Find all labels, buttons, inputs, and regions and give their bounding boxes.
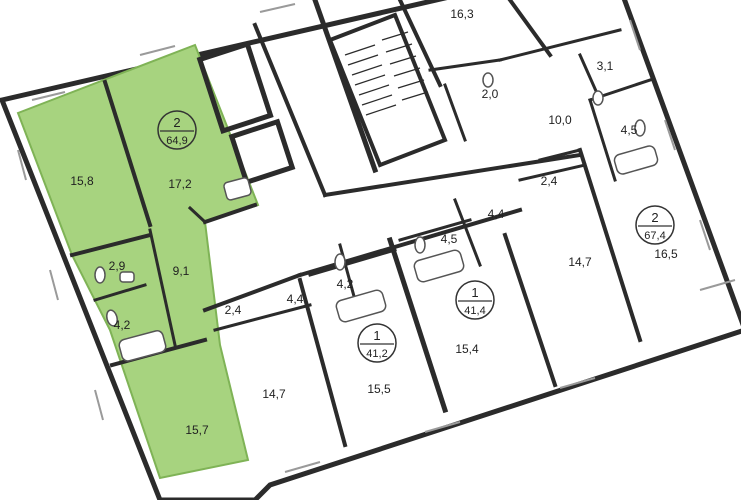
room-area-label: 2,9 <box>109 259 126 273</box>
windows <box>17 3 736 473</box>
apartment-badge[interactable]: 264,9 <box>157 110 197 150</box>
room-area-label: 15,5 <box>367 382 391 396</box>
apartment-badge-circle <box>455 280 495 320</box>
room-area-label: 4,5 <box>621 123 638 137</box>
room-area-label: 4,2 <box>337 277 354 291</box>
room-area-label: 15,4 <box>455 342 479 356</box>
room-area-label: 4,4 <box>287 292 304 306</box>
bathroom-fixtures <box>94 72 659 362</box>
apartment-room-count: 2 <box>173 115 180 130</box>
apartment-room-count: 1 <box>471 285 478 300</box>
room-area-label: 3,1 <box>597 59 614 73</box>
room-area-label: 16,5 <box>654 247 678 261</box>
room-area-label: 15,8 <box>70 174 94 188</box>
apartment-badge-circle <box>357 323 397 363</box>
room-area-label: 16,3 <box>450 7 474 21</box>
room-area-label: 10,0 <box>548 113 572 127</box>
room-area-label: 9,1 <box>173 264 190 278</box>
staircase <box>344 31 429 116</box>
apartment-total-area: 64,9 <box>166 135 187 147</box>
apartment-badge[interactable]: 141,2 <box>357 323 397 363</box>
apartment-badge[interactable]: 267,4 <box>635 205 675 245</box>
apartment-badge-circle <box>157 110 197 150</box>
apartment-badge[interactable]: 141,4 <box>455 280 495 320</box>
apartment-total-area: 41,2 <box>366 348 387 360</box>
room-area-label: 4,5 <box>441 232 458 246</box>
apartment-total-area: 41,4 <box>464 305 485 317</box>
room-area-label: 4,2 <box>114 318 131 332</box>
room-area-label: 2,0 <box>482 87 499 101</box>
room-area-label: 15,7 <box>185 423 209 437</box>
room-area-label: 2,4 <box>225 303 242 317</box>
apartment-total-area: 67,4 <box>644 230 665 242</box>
room-area-label: 4,4 <box>488 207 505 221</box>
interior-walls <box>69 0 652 448</box>
apartment-room-count: 1 <box>373 328 380 343</box>
room-area-label: 14,7 <box>568 255 592 269</box>
highlighted-apartment[interactable] <box>16 43 260 480</box>
apartment-badge-circle <box>635 205 675 245</box>
room-area-label: 2,4 <box>541 174 558 188</box>
room-area-label: 17,2 <box>168 177 192 191</box>
apartment-room-count: 2 <box>651 210 658 225</box>
room-area-label: 14,7 <box>262 387 286 401</box>
